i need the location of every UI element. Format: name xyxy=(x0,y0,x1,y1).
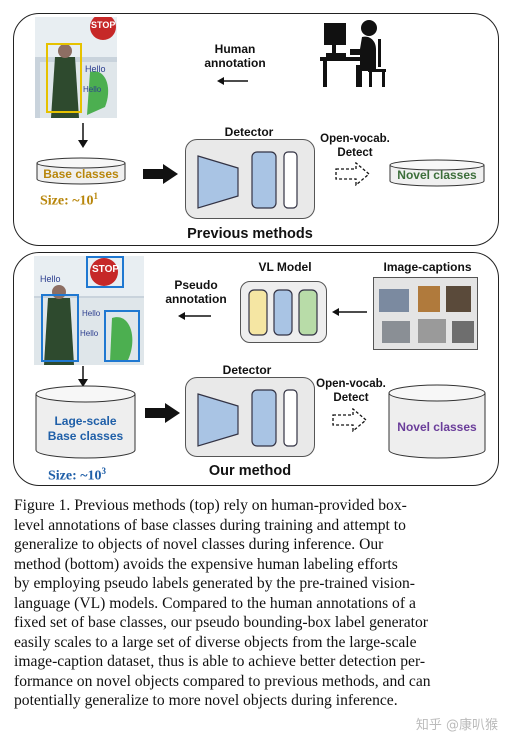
size-exponent: 1 xyxy=(93,191,99,201)
previous-methods-label: Previous methods xyxy=(187,226,313,242)
caption-line: Figure 1. Previous methods (top) rely on… xyxy=(14,497,407,514)
caption-line: image-caption dataset, thus is able to a… xyxy=(14,653,426,670)
person-at-desk-icon xyxy=(320,20,386,87)
image-captions-box xyxy=(373,277,478,350)
detector-box xyxy=(185,139,315,219)
pseudo-annotated-photo: Hello Hello Hello STOP xyxy=(34,256,144,365)
base-classes-label: Base classes xyxy=(43,167,119,181)
large-base-classes-label: Lage-scale Base classes xyxy=(47,414,124,443)
size-label: Size: ~101 xyxy=(40,191,125,210)
novel-classes-label: Novel classes xyxy=(397,420,477,434)
caption-line: generalize to objects of novel classes d… xyxy=(14,536,384,553)
size-exponent: 3 xyxy=(101,466,107,476)
stop-sign-text: STOP xyxy=(91,20,116,30)
our-method-label: Our method xyxy=(208,463,292,479)
novel-classes-cylinder: Novel classes xyxy=(389,159,485,187)
caption-line: easily scales to a large set of diverse … xyxy=(14,633,417,651)
annotation-box xyxy=(46,43,82,113)
down-arrow-icon xyxy=(78,123,88,148)
down-arrow-icon xyxy=(78,366,88,387)
vl-model-box xyxy=(240,281,327,343)
pseudo-box-stop xyxy=(86,256,124,288)
size-prefix: Size: ~10 xyxy=(40,193,94,209)
detector-label: Detector xyxy=(222,363,272,377)
image-captions-label: Image-captions xyxy=(383,260,472,274)
dashed-arrow-icon xyxy=(332,408,368,432)
svg-text:Hello: Hello xyxy=(40,274,61,284)
human-annotation-label: Human annotation xyxy=(204,42,266,70)
size-prefix: Size: ~10 xyxy=(48,468,102,484)
svg-text:Hello: Hello xyxy=(85,64,106,74)
left-arrow-icon xyxy=(332,308,367,316)
novel-classes-label: Novel classes xyxy=(397,168,477,182)
open-vocab-label: Open-vocab. Detect xyxy=(320,133,390,159)
caption-line: potentially generalize to more novel obj… xyxy=(14,692,398,709)
stop-sign-text: STOP xyxy=(92,264,120,275)
caption-line: method (bottom) avoids the expensive hum… xyxy=(14,555,398,573)
pseudo-box-person xyxy=(41,294,79,362)
watermark: 知乎 @康叭猴 xyxy=(415,718,498,733)
left-arrow-icon xyxy=(217,77,248,85)
open-vocab-label: Open-vocab. Detect xyxy=(316,378,386,404)
svg-text:Hello: Hello xyxy=(83,85,102,94)
svg-text:Hello: Hello xyxy=(82,309,101,318)
right-arrow-icon xyxy=(143,164,178,184)
vl-model-label: VL Model xyxy=(258,260,312,274)
pseudo-box-figure xyxy=(104,310,140,362)
caption-line: by employing pseudo labels generated by … xyxy=(14,575,415,592)
figure-caption: Figure 1. Previous methods (top) rely on… xyxy=(14,496,498,711)
detector-box xyxy=(185,377,315,457)
large-novel-classes-cylinder: Novel classes xyxy=(388,384,486,460)
caption-line: level annotations of base classes during… xyxy=(14,516,406,534)
large-base-classes-cylinder: Lage-scale Base classes xyxy=(35,385,136,460)
svg-text:Hello: Hello xyxy=(80,329,99,338)
size-label: Size: ~103 xyxy=(48,466,138,485)
base-classes-cylinder: Base classes xyxy=(36,157,126,185)
pseudo-annotation-label: Pseudo annotation xyxy=(165,278,227,306)
annotated-photo: Hello Hello STOP xyxy=(35,17,117,118)
right-arrow-icon xyxy=(145,403,180,423)
left-arrow-icon xyxy=(178,312,211,320)
caption-line: language (VL) models. Compared to the hu… xyxy=(14,594,416,612)
caption-line: formance on novel objects compared to pr… xyxy=(14,672,431,690)
detector-label: Detector xyxy=(224,125,274,139)
caption-line: fixed set of base classes, our pseudo bo… xyxy=(14,614,428,631)
dashed-arrow-icon xyxy=(335,162,371,186)
